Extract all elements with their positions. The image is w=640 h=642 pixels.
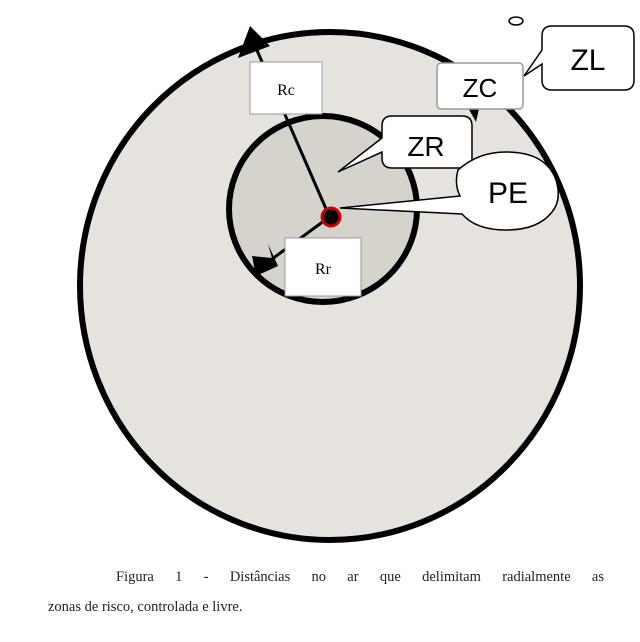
pe-label-text: PE (488, 177, 528, 210)
zl-label-text: ZL (570, 44, 605, 77)
zr-bubble (337, 115, 473, 173)
emission-point (320, 206, 342, 228)
thought-dot (508, 16, 524, 26)
zc-label-text: ZC (463, 73, 498, 103)
pe-callout: PE (339, 151, 559, 231)
zc-box (436, 62, 524, 110)
zones-diagram: Rc Rr ZL ZC ZR PE (77, 16, 635, 543)
rr-label-text: Rr (315, 261, 332, 278)
figure-caption: Figura 1 - Distâncias no ar que delimita… (48, 562, 604, 622)
rc-label-text: Rc (277, 82, 295, 99)
zc-callout: ZC (436, 62, 524, 122)
rr-arrowhead (252, 244, 278, 276)
rr-label: Rr (284, 237, 362, 297)
zl-bubble (523, 25, 635, 91)
zl-callout: ZL (508, 16, 635, 91)
zr-callout: ZR (337, 115, 473, 173)
zr-label-text: ZR (407, 131, 444, 162)
caption-line-2: zonas de risco, controlada e livre. (48, 599, 243, 615)
rc-arrowhead (238, 26, 270, 58)
pe-bubble (339, 151, 559, 231)
rc-label: Rc (249, 61, 323, 115)
caption-line-1: Figura 1 - Distâncias no ar que delimita… (116, 569, 604, 585)
